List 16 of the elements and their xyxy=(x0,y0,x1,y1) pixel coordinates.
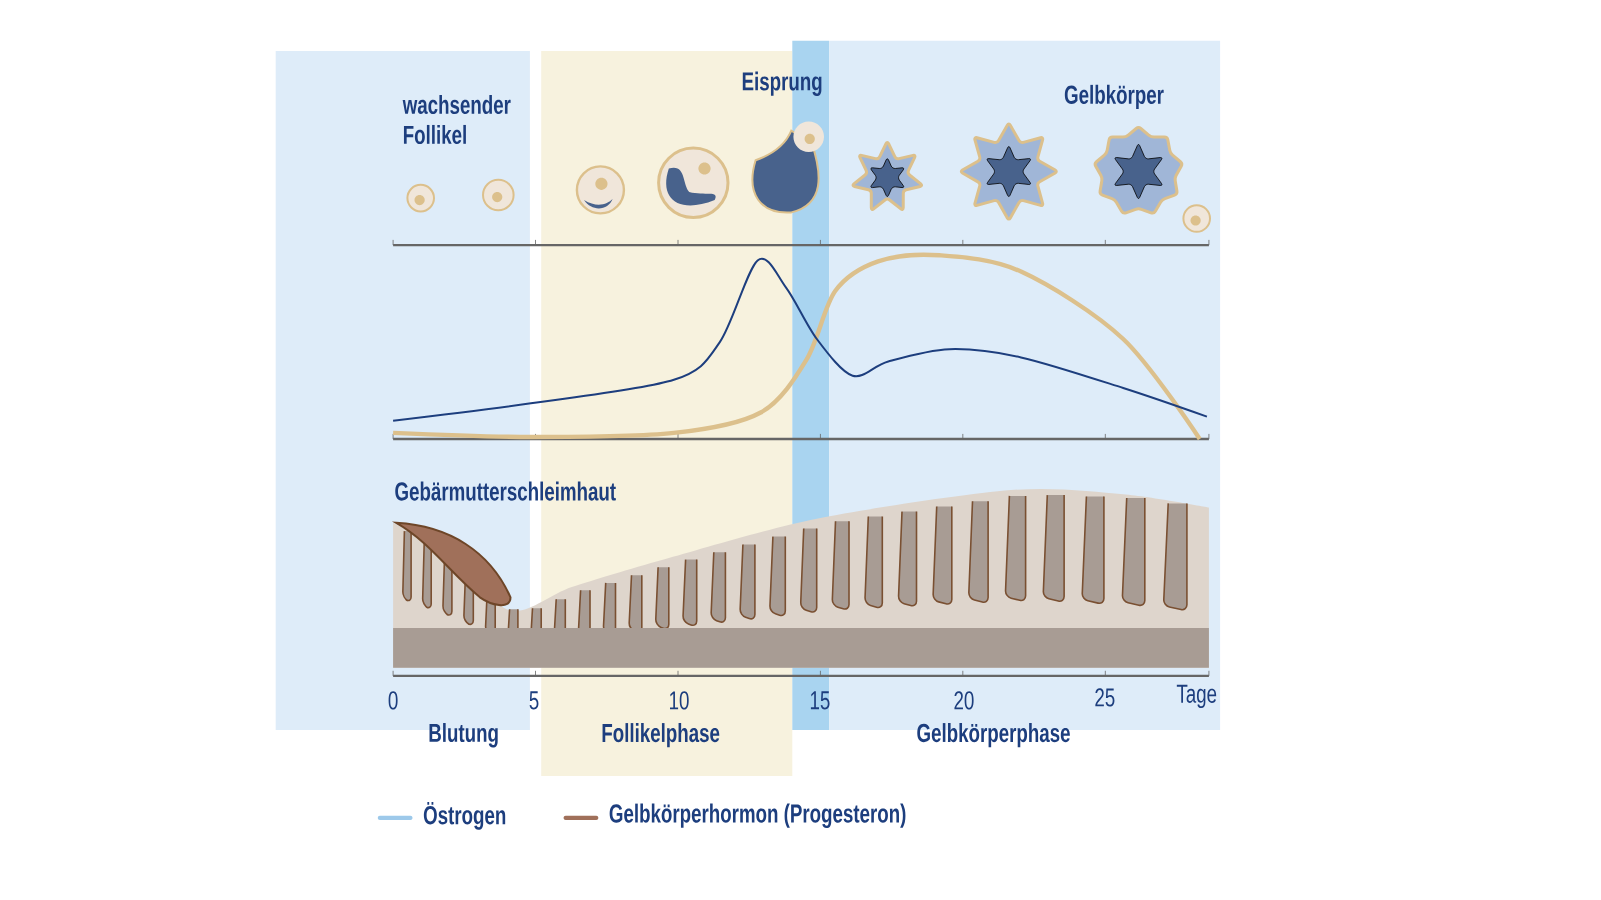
tick-label: 15 xyxy=(810,691,830,710)
tick-label: 5 xyxy=(529,691,539,710)
heading: Gebärmutterschleimhaut xyxy=(395,481,616,501)
legend-label: Gelbkörperhormon (Progesteron) xyxy=(609,803,906,828)
heading: wachsender Follikel xyxy=(402,94,511,145)
phase-label: Gelbkörperphase xyxy=(917,723,1070,748)
heading: Gelbkörper xyxy=(1064,84,1164,110)
phase-label: Follikelphase xyxy=(602,723,720,748)
tick-label: 0 xyxy=(388,691,398,710)
legend-label: Östrogen xyxy=(423,801,506,830)
phase-label: Blutung xyxy=(429,723,498,748)
heading: Eisprung xyxy=(742,71,822,96)
tick-label: 10 xyxy=(670,691,689,710)
tick-label: 20 xyxy=(954,691,974,710)
tick-label: 25 xyxy=(1095,688,1115,707)
axis-label: Tage xyxy=(1176,684,1217,709)
